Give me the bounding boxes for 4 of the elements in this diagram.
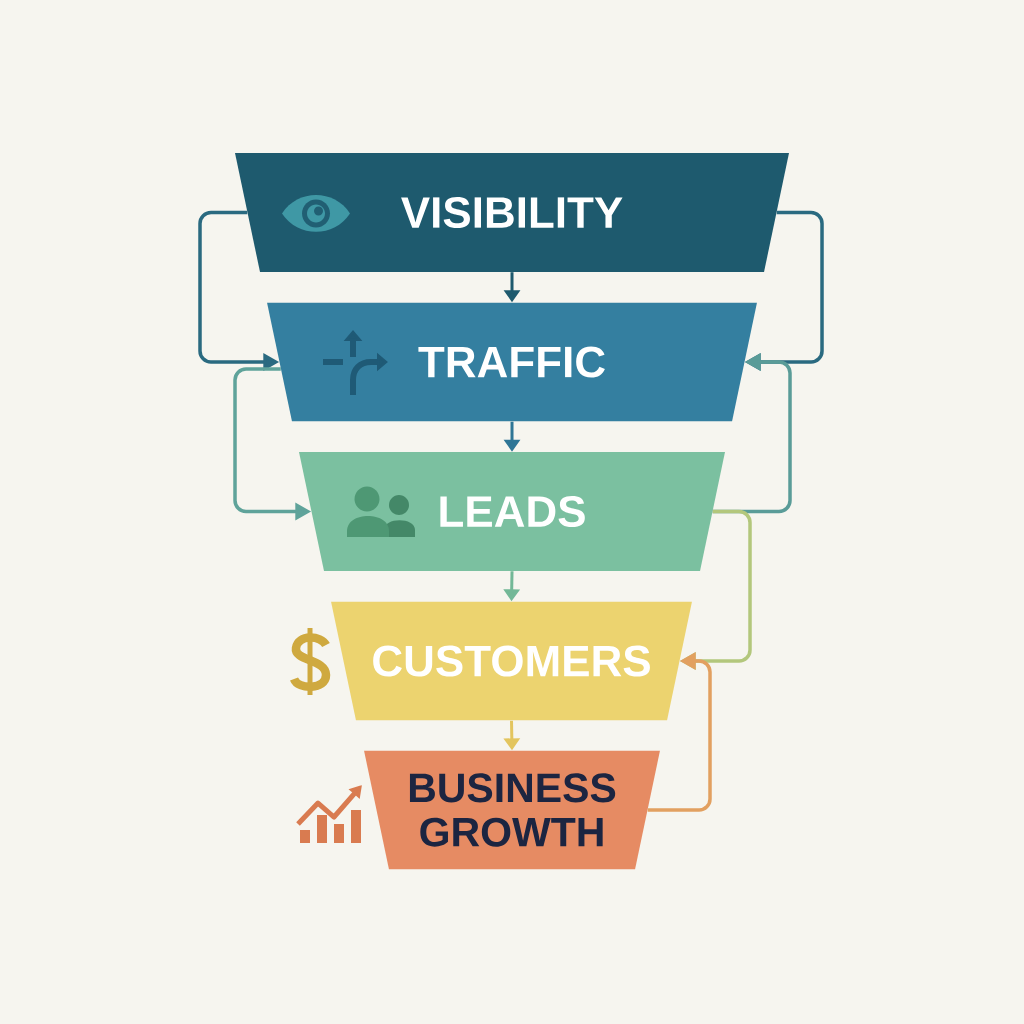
funnel-stage: LEADS (299, 452, 725, 571)
funnel-stage: TRAFFIC (267, 302, 757, 422)
funnel-stage: VISIBILITY (235, 153, 789, 272)
funnel-stage: CUSTOMERS (331, 601, 692, 721)
